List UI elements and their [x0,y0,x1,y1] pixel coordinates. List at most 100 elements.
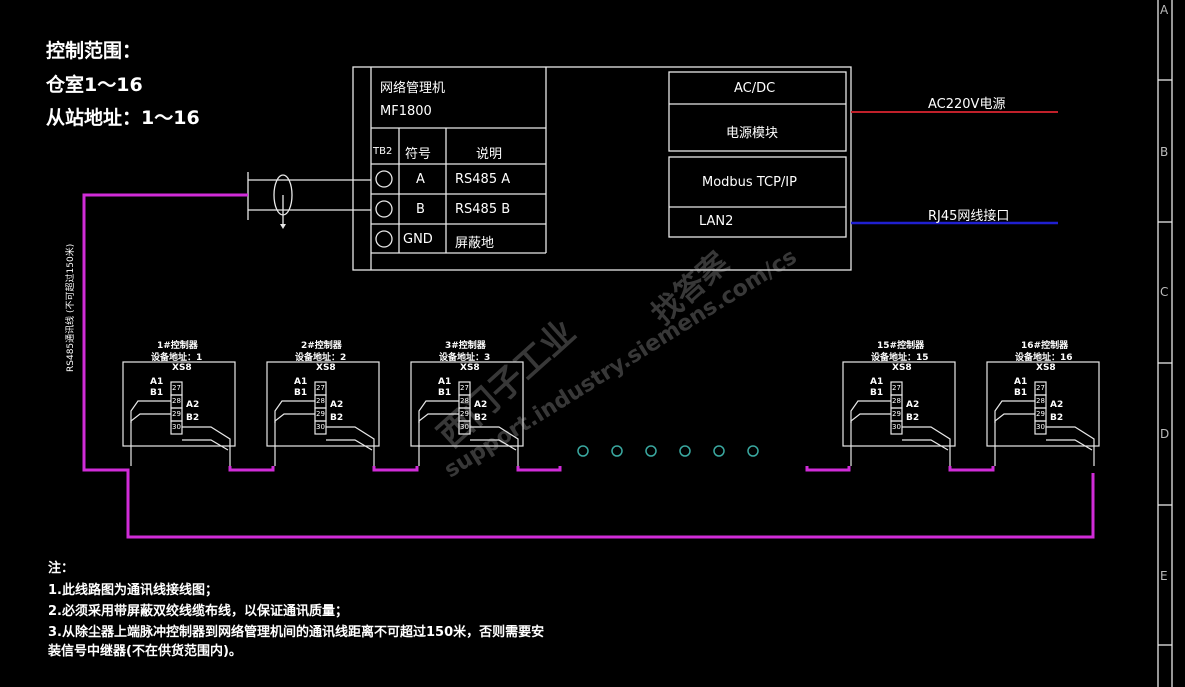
terminal-b2: B2 [330,413,344,423]
notes-title: 注： [48,561,75,576]
heading-line2: 仓室1～16 [46,74,143,96]
controller-address: 设备地址：2 [295,353,347,363]
row-symbol: A [416,172,425,187]
frame-letter: D [1160,427,1170,441]
controller-name: 15#控制器 [877,341,925,351]
terminal-number: 27 [316,384,325,392]
terminal-number: 30 [316,423,325,431]
cable-label: RS485通讯线 (不可超过150米) [66,243,76,372]
controller-address: 设备地址：3 [439,353,491,363]
terminal-number: 29 [316,410,325,418]
network-manager-box [352,66,852,271]
controller-address: 设备地址：15 [871,353,929,363]
terminal-number: 29 [892,410,901,418]
terminal-a2: A2 [330,400,344,410]
row-desc: 屏蔽地 [455,236,495,251]
connector-label: XS8 [1036,363,1056,373]
terminal-b1: B1 [150,388,164,398]
connector-label: XS8 [172,363,192,373]
terminal-number: 30 [460,423,469,431]
terminal-number: 30 [172,423,181,431]
terminal-b1: B1 [294,388,308,398]
power-label: AC220V电源 [928,97,1006,112]
terminal-number: 30 [892,423,901,431]
terminal-number: 27 [892,384,901,392]
net-top-label: Modbus TCP/IP [702,175,797,190]
note-item: 1.此线路图为通讯线接线图； [48,583,218,598]
ellipsis-dot [645,445,657,457]
header-tb2: TB2 [373,146,393,157]
ellipsis-dot [611,445,623,457]
heading-line1: 控制范围： [46,40,142,62]
terminal-number: 30 [1036,423,1045,431]
network-module-box [668,156,847,238]
terminal-b1: B1 [1014,388,1028,398]
controller [986,361,1100,466]
terminal-a1: A1 [294,377,308,387]
power-module-box [668,71,847,152]
terminal-number: 27 [1036,384,1045,392]
terminal-a1: A1 [870,377,884,387]
header-desc: 说明 [476,147,503,162]
row-desc: RS485 A [455,172,511,187]
row-symbol: B [416,202,425,217]
note-item: 3.从除尘器上端脉冲控制器到网络管理机间的通讯线距离不可超过150米，否则需要安 [48,625,545,640]
controller-name: 3#控制器 [445,341,486,351]
connector-label: XS8 [460,363,480,373]
note-item: 2.必须采用带屏蔽双绞线缆布线，以保证通讯质量； [48,604,348,619]
terminal-b2: B2 [1050,413,1064,423]
controller-name: 1#控制器 [157,341,198,351]
power-top-label: AC/DC [734,81,776,96]
frame-letter: A [1160,3,1169,17]
terminal-a1: A1 [150,377,164,387]
controller [266,361,380,466]
ellipsis-dot [713,445,725,457]
terminal-a2: A2 [906,400,920,410]
controller-address: 设备地址：1 [151,353,203,363]
terminal-b2: B2 [906,413,920,423]
terminal-b1: B1 [870,388,884,398]
terminal-number: 28 [316,397,325,405]
terminal-a1: A1 [1014,377,1028,387]
connector-label: XS8 [892,363,912,373]
terminal-number: 27 [460,384,469,392]
frame-letter: E [1160,569,1168,583]
rj45-label: RJ45网线接口 [928,209,1010,224]
terminal-b2: B2 [186,413,200,423]
manager-model: MF1800 [380,104,432,119]
terminal-number: 28 [1036,397,1045,405]
terminal-number: 29 [1036,410,1045,418]
controller [122,361,236,466]
terminal-number: 28 [460,397,469,405]
controller [410,361,524,466]
terminal-a1: A1 [438,377,452,387]
power-bottom-label: 电源模块 [726,126,779,141]
terminal-a2: A2 [474,400,488,410]
frame-letter: B [1160,145,1169,159]
controller [842,361,956,466]
row-desc: RS485 B [455,202,511,217]
controller-name: 2#控制器 [301,341,342,351]
terminal-a2: A2 [1050,400,1064,410]
manager-name: 网络管理机 [380,81,446,96]
net-bottom-label: LAN2 [699,214,734,229]
terminal-number: 28 [172,397,181,405]
ellipsis-dot [679,445,691,457]
header-symbol: 符号 [405,147,432,162]
heading-line3: 从站地址：1～16 [46,107,200,129]
terminal-b1: B1 [438,388,452,398]
terminal-a2: A2 [186,400,200,410]
terminal-number: 27 [172,384,181,392]
row-symbol: GND [403,232,433,247]
terminal-number: 29 [172,410,181,418]
note-item: 装信号中继器(不在供货范围内)。 [48,644,242,659]
frame-letter: C [1160,285,1169,299]
controller-address: 设备地址：16 [1015,353,1073,363]
ellipsis-dot [747,445,759,457]
terminal-number: 29 [460,410,469,418]
connector-label: XS8 [316,363,336,373]
rs485-bus [82,193,1095,539]
controller-name: 16#控制器 [1021,341,1069,351]
terminal-number: 28 [892,397,901,405]
